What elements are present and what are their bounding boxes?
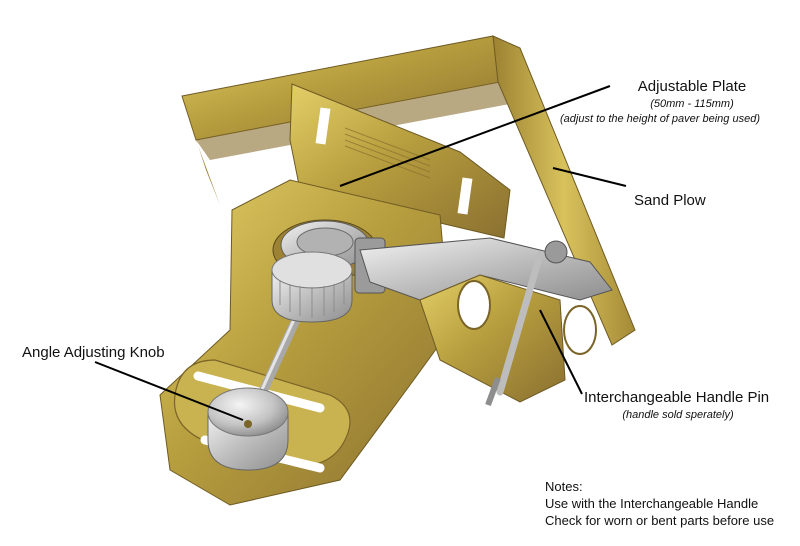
angle-adjusting-knob	[207, 387, 289, 471]
bracket-hole-right	[563, 305, 597, 355]
pin-nut-top	[544, 240, 568, 264]
label-handle-pin: Interchangeable Handle Pin	[584, 389, 770, 406]
notes-block: Notes: Use with the Interchangeable Hand…	[545, 478, 774, 529]
leader-sand-plow	[552, 167, 627, 187]
bracket-hole-left	[457, 280, 491, 330]
label-angle-adjusting-knob: Angle Adjusting Knob	[22, 344, 165, 361]
label-adjustable-plate: Adjustable Plate	[637, 78, 747, 95]
label-sand-plow: Sand Plow	[634, 192, 706, 209]
leader-lines	[94, 85, 627, 421]
notes-heading: Notes:	[545, 479, 583, 494]
handle-bracket	[359, 237, 613, 407]
notes-line-2: Check for worn or bent parts before use	[545, 513, 775, 528]
notes-line-1: Use with the Interchangeable Handle	[545, 496, 759, 511]
plate-slot-left	[315, 107, 331, 145]
plate-slot-right	[457, 177, 473, 215]
knob-screw-icon	[244, 420, 252, 428]
leader-adjustable-plate	[339, 85, 611, 187]
label-adjustable-plate-range: (50mm - 115mm)	[650, 98, 734, 110]
label-handle-pin-note: (handle sold sperately)	[622, 409, 734, 421]
leader-angle-knob	[94, 361, 244, 421]
leader-handle-pin	[539, 309, 583, 395]
knurled-knob	[271, 251, 353, 323]
label-adjustable-plate-note: (adjust to the height of paver being use…	[560, 113, 760, 125]
pin-bolt-bottom	[485, 376, 501, 407]
handle-pin	[496, 251, 544, 396]
